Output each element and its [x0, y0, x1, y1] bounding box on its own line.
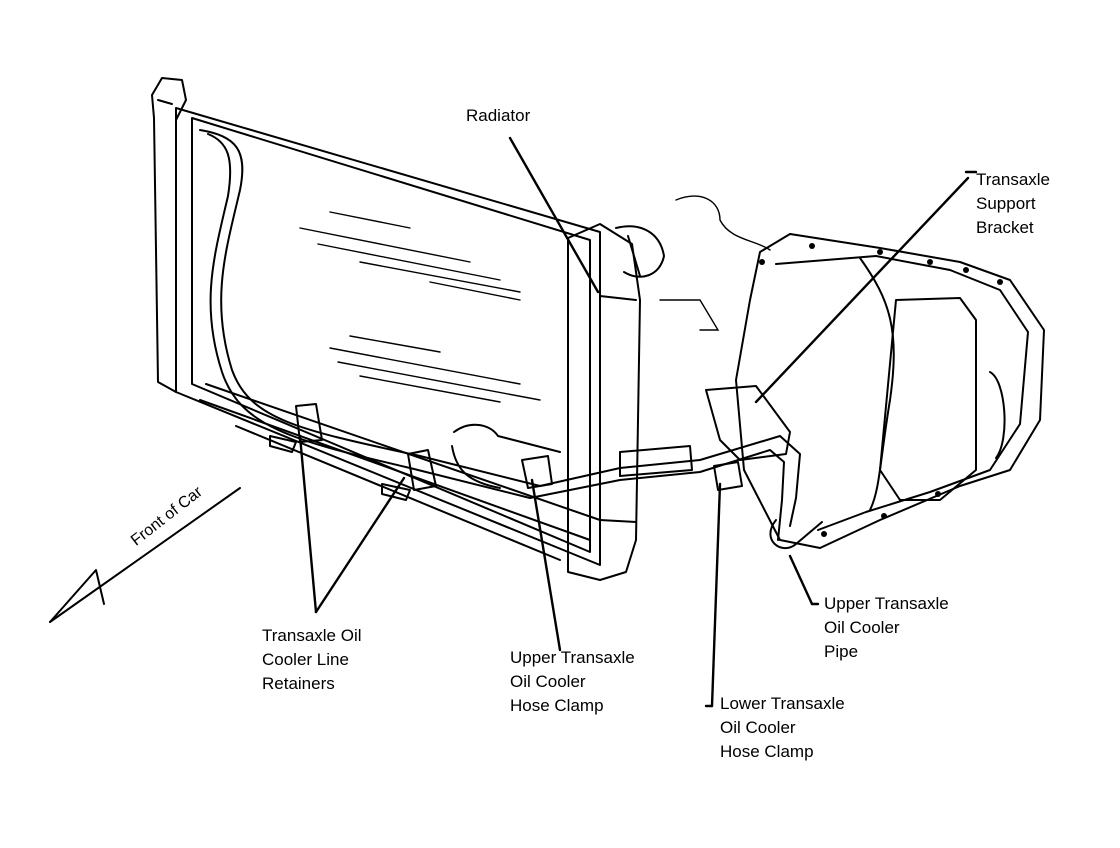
- label-lower-hose-clamp: Lower Transaxle Oil Cooler Hose Clamp: [720, 694, 845, 761]
- leader-upper-cooler-pipe: [788, 554, 814, 606]
- radiator-fins: [299, 211, 541, 403]
- leader-support-bracket: [754, 176, 970, 404]
- label-radiator: Radiator: [466, 106, 531, 125]
- line-retainers: [269, 403, 437, 501]
- leader-retainer-1: [298, 434, 318, 614]
- radiator: [151, 77, 665, 581]
- front-of-car-arrow: [49, 487, 241, 623]
- transaxle-housing: [659, 195, 1045, 549]
- support-bracket: [705, 385, 791, 461]
- upper-hose-neck: [615, 225, 665, 278]
- retainer-1: [295, 403, 323, 443]
- radiator-outer-frame: [175, 107, 601, 566]
- leader-retainer-2: [314, 476, 406, 614]
- cooler-line: [199, 129, 823, 550]
- leader-lower-hose-clamp: [710, 482, 722, 708]
- leader-radiator: [508, 136, 600, 294]
- housing-bolts: [759, 243, 1003, 537]
- radiator-right-tank: [567, 223, 641, 581]
- retainer-2: [407, 449, 437, 491]
- hose-clamps: [521, 445, 743, 491]
- leader-lines: [298, 136, 978, 708]
- hose-section: [453, 423, 561, 453]
- radiator-left-tank: [151, 77, 187, 393]
- upper-hose-clamp: [521, 455, 553, 489]
- leader-upper-hose-clamp: [530, 478, 562, 652]
- label-upper-cooler-pipe: Upper Transaxle Oil Cooler Pipe: [824, 594, 949, 661]
- label-support-bracket: Transaxle Support Bracket: [976, 170, 1051, 237]
- label-upper-hose-clamp: Upper Transaxle Oil Cooler Hose Clamp: [510, 648, 635, 715]
- lower-hose-clamp: [713, 461, 743, 491]
- label-line-retainers: Transaxle Oil Cooler Line Retainers: [262, 626, 362, 693]
